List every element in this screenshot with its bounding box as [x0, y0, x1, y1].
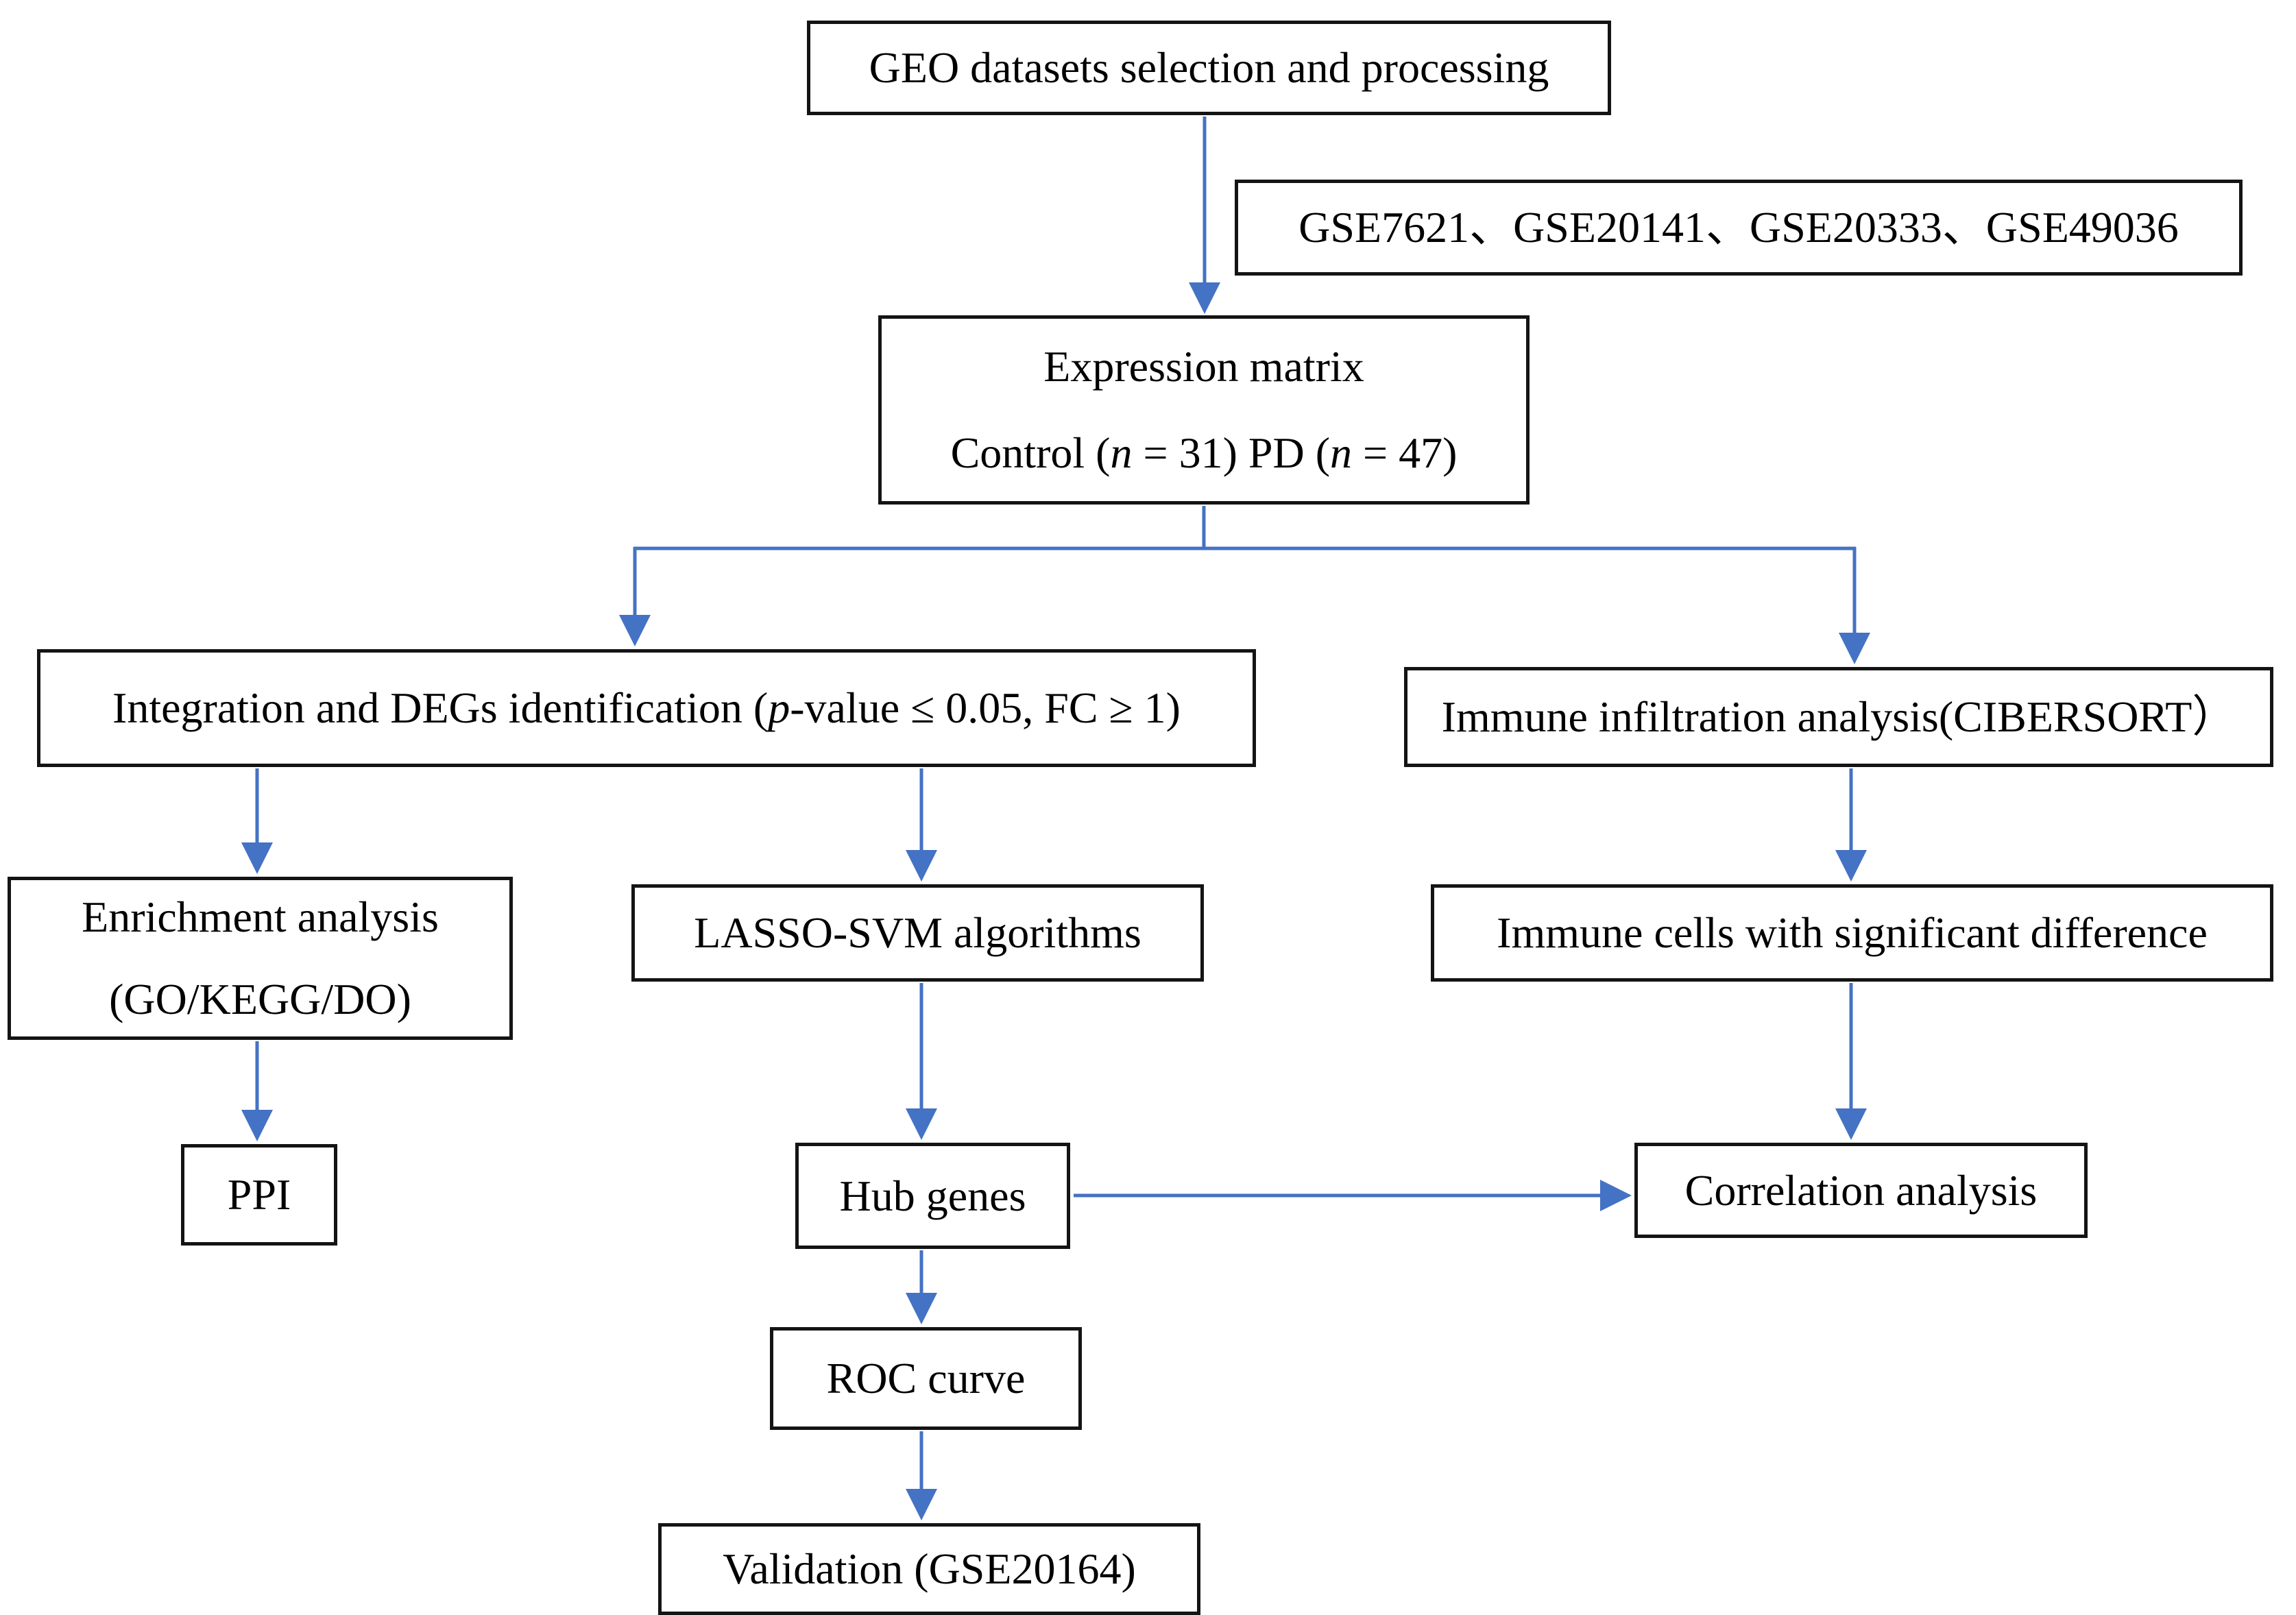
node-label-line1: Enrichment analysis — [82, 892, 439, 942]
node-label-line1: Expression matrix — [1043, 342, 1364, 391]
node-label: LASSO-SVM algorithms — [694, 908, 1141, 958]
arrow-integration-to-enrichment — [241, 768, 273, 874]
node-label: GSE7621、GSE20141、GSE20333、GSE49036 — [1298, 203, 2179, 252]
node-label: Correlation analysis — [1684, 1165, 2038, 1215]
arrow-immune-cells-to-correlation — [1835, 983, 1867, 1140]
node-immune-infiltration-analysis: Immune infiltration analysis(CIBERSORT） — [1404, 667, 2273, 767]
node-label: Hub genes — [839, 1171, 1026, 1220]
node-lasso-svm-algorithms: LASSO-SVM algorithms — [631, 884, 1204, 982]
arrow-branch-to-immune-infiltration — [1839, 547, 1870, 664]
node-ppi: PPI — [181, 1144, 337, 1246]
arrow-enrichment-to-ppi — [241, 1041, 273, 1141]
node-integration-degs-identification: Integration and DEGs identification (p-v… — [37, 649, 1256, 767]
arrow-hub-genes-to-roc — [906, 1250, 937, 1324]
node-label: ROC curve — [826, 1354, 1026, 1403]
node-label: Validation (GSE20164) — [723, 1544, 1136, 1594]
node-expression-matrix: Expression matrix Control (n = 31) PD (n… — [878, 315, 1530, 505]
arrow-immune-infiltration-to-immune-cells — [1835, 768, 1867, 882]
node-label: PPI — [227, 1170, 291, 1219]
node-label: Integration and DEGs identification (p-v… — [112, 683, 1181, 733]
node-label-line2: Control (n = 31) PD (n = 47) — [950, 428, 1458, 477]
node-validation: Validation (GSE20164) — [658, 1523, 1200, 1615]
node-label-line2: (GO/KEGG/DO) — [109, 975, 411, 1023]
arrow-lasso-to-hub-genes — [906, 983, 937, 1140]
arrow-hub-genes-to-correlation — [1074, 1180, 1632, 1211]
node-immune-cells-significant-difference: Immune cells with significant difference — [1431, 884, 2273, 982]
node-label: Immune infiltration analysis(CIBERSORT） — [1441, 692, 2236, 742]
arrow-branch-to-integration — [619, 547, 651, 646]
node-hub-genes: Hub genes — [795, 1143, 1070, 1249]
node-roc-curve: ROC curve — [770, 1327, 1082, 1430]
node-geo-datasets-selection: GEO datasets selection and processing — [807, 21, 1611, 115]
node-correlation-analysis: Correlation analysis — [1634, 1143, 2088, 1238]
arrow-geo-to-expression — [1189, 117, 1220, 314]
node-label: Immune cells with significant difference — [1497, 908, 2208, 958]
node-label: GEO datasets selection and processing — [869, 43, 1549, 93]
node-enrichment-analysis: Enrichment analysis (GO/KEGG/DO) — [8, 877, 513, 1040]
arrow-roc-to-validation — [906, 1431, 937, 1520]
node-gse-datasets-list: GSE7621、GSE20141、GSE20333、GSE49036 — [1235, 180, 2243, 276]
arrow-integration-to-lasso — [906, 768, 937, 882]
